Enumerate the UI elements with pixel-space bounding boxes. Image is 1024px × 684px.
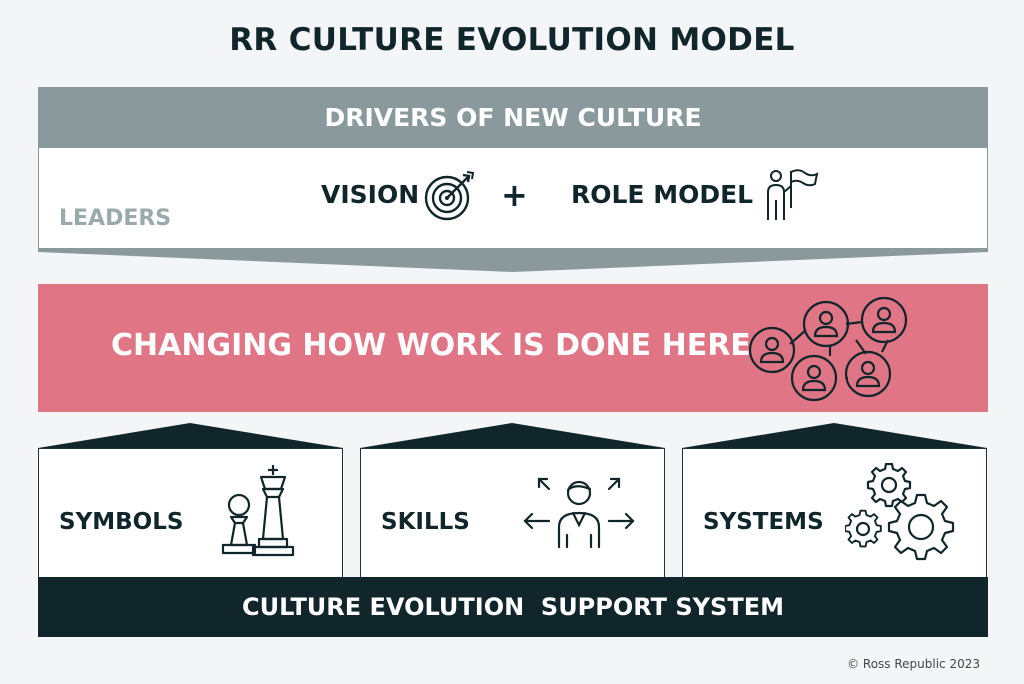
leaders-box: LEADERS VISION + ROLE MODEL [38, 148, 988, 249]
skills-roof [360, 423, 665, 448]
symbols-roof [38, 423, 343, 448]
people-network-icon [744, 294, 924, 406]
gears-icon [845, 463, 955, 561]
pillar-skills-label: SKILLS [381, 509, 470, 535]
pillar-symbols-label: SYMBOLS [59, 509, 184, 535]
drivers-arrow [38, 248, 988, 272]
systems-roof [682, 423, 987, 448]
vision-label: VISION [321, 180, 420, 209]
copyright-text: © Ross Republic 2023 [847, 657, 980, 671]
change-band: CHANGING HOW WORK IS DONE HERE [38, 284, 988, 412]
role-model-label: ROLE MODEL [571, 180, 754, 209]
page-title: RR CULTURE EVOLUTION MODEL [229, 22, 795, 58]
support-system-label: CULTURE EVOLUTION SUPPORT SYSTEM [242, 593, 784, 621]
support-system-base: CULTURE EVOLUTION SUPPORT SYSTEM [38, 577, 988, 637]
target-icon [423, 170, 477, 222]
pillar-systems: SYSTEMS [682, 448, 987, 577]
drivers-header-label: DRIVERS OF NEW CULTURE [324, 103, 702, 132]
drivers-header: DRIVERS OF NEW CULTURE [38, 87, 988, 148]
person-expand-icon [523, 475, 635, 549]
change-label: CHANGING HOW WORK IS DONE HERE [111, 328, 751, 363]
pillar-systems-label: SYSTEMS [703, 509, 824, 535]
pillar-skills: SKILLS [360, 448, 665, 577]
leaders-label: LEADERS [59, 206, 172, 231]
pillar-symbols: SYMBOLS [38, 448, 343, 577]
chess-pieces-icon [217, 463, 307, 559]
leader-flag-icon [763, 168, 819, 222]
plus-sign: + [501, 176, 528, 214]
